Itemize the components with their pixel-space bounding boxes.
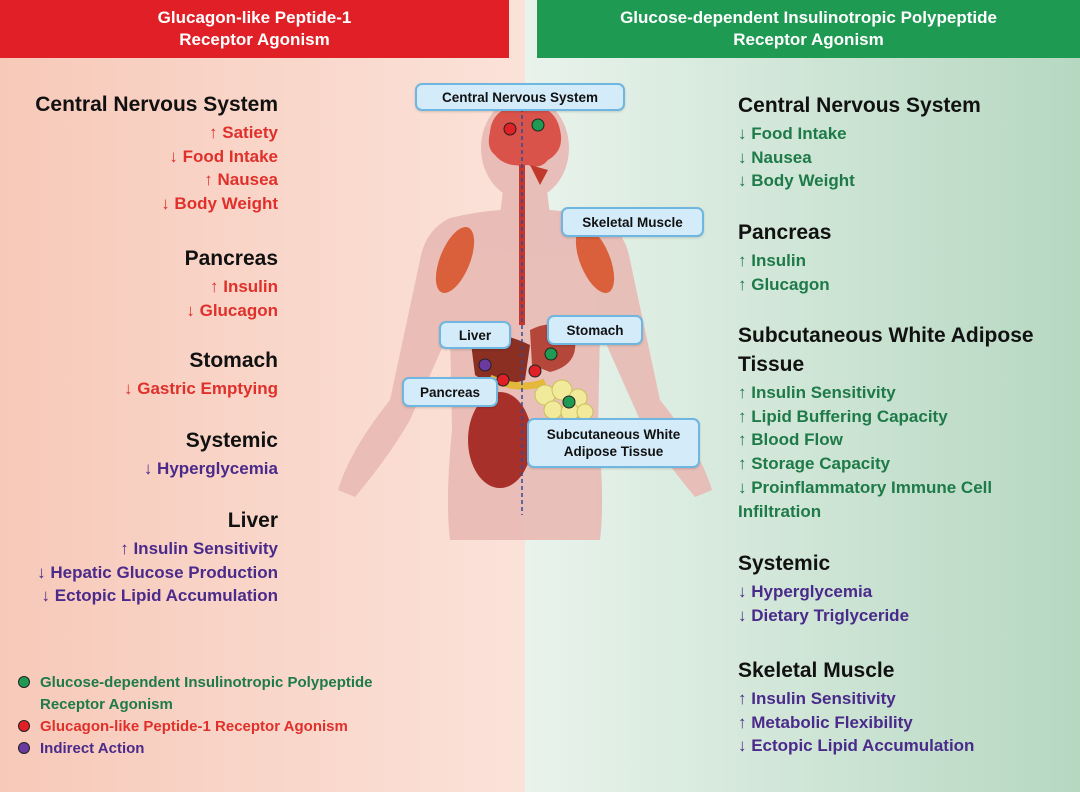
right-section-systemic: Systemic ↓ Hyperglycemia ↓ Dietary Trigl… xyxy=(738,549,1073,627)
callout-liver: Liver xyxy=(439,321,511,349)
section-title: Liver xyxy=(227,509,278,532)
effect-item: ↑ Glucagon xyxy=(738,274,830,294)
effect-item: ↓ Proinflammatory Immune Cell Infiltrati… xyxy=(738,477,993,521)
left-section-pancreas: Pancreas ↑ Insulin ↓ Glucagon xyxy=(0,244,278,322)
marker-gip-adipose xyxy=(562,395,576,409)
effect-item: ↑ Insulin Sensitivity xyxy=(738,689,896,708)
brain-organ xyxy=(488,104,562,185)
effect-item: ↓ Nausea xyxy=(738,147,812,167)
legend-item-glp1: Glucagon-like Peptide-1 Receptor Agonism xyxy=(18,716,418,738)
effect-item: ↑ Nausea xyxy=(204,170,278,190)
effect-item: ↑ Satiety xyxy=(209,123,278,142)
effect-item: ↑ Insulin Sensitivity xyxy=(738,383,896,402)
section-title: Central Nervous System xyxy=(738,94,981,117)
right-section-pancreas: Pancreas ↑ Insulin ↑ Glucagon xyxy=(738,218,1073,296)
effect-item: ↓ Food Intake xyxy=(169,146,278,166)
legend-label: Indirect Action xyxy=(40,740,145,757)
section-title: Central Nervous System xyxy=(35,93,278,116)
effect-item: ↓ Dietary Triglyceride xyxy=(738,605,910,625)
effect-item: ↑ Metabolic Flexibility xyxy=(738,712,913,732)
effect-item: ↓ Hepatic Glucose Production xyxy=(37,562,278,582)
section-title: Skeletal Muscle xyxy=(738,659,895,682)
legend-dot-purple xyxy=(18,742,30,754)
human-body-illustration xyxy=(338,96,712,540)
header-glp1-line2: Receptor Agonism xyxy=(179,30,330,49)
effect-item: ↑ Insulin xyxy=(210,277,278,296)
marker-gip-pancreas xyxy=(544,347,558,361)
effect-item: ↑ Insulin Sensitivity xyxy=(120,539,278,558)
section-title: Pancreas xyxy=(184,247,278,270)
right-section-skeletal: Skeletal Muscle ↑ Insulin Sensitivity ↑ … xyxy=(738,656,1073,758)
legend-item-indirect: Indirect Action xyxy=(18,738,418,760)
section-title: Systemic xyxy=(738,552,831,575)
skeletal-muscle-organ xyxy=(435,227,615,293)
effect-item: ↓ Ectopic Lipid Accumulation xyxy=(738,736,975,756)
legend-label: Glucagon-like Peptide-1 Receptor Agonism xyxy=(40,718,348,735)
legend-dot-green xyxy=(18,676,30,688)
effect-item: ↑ Storage Capacity xyxy=(738,454,891,474)
marker-gip-cns xyxy=(531,118,545,132)
callout-skeletal-muscle: Skeletal Muscle xyxy=(561,207,704,237)
right-panel-background xyxy=(525,0,1080,792)
header-gip: Glucose-dependent Insulinotropic Polypep… xyxy=(537,0,1080,58)
effect-item: ↑ Lipid Buffering Capacity xyxy=(738,406,948,426)
section-title: Subcutaneous White Adipose Tissue xyxy=(738,324,1034,376)
effect-item: ↓ Gastric Emptying xyxy=(124,379,278,398)
header-gip-line2: Receptor Agonism xyxy=(733,30,884,49)
left-section-systemic: Systemic ↓ Hyperglycemia xyxy=(0,426,278,481)
legend: Glucose-dependent Insulinotropic Polypep… xyxy=(18,672,418,760)
section-title: Stomach xyxy=(189,349,278,372)
effect-item: ↑ Blood Flow xyxy=(738,430,843,450)
callout-stomach: Stomach xyxy=(547,315,643,345)
effect-item: ↓ Food Intake xyxy=(738,124,847,143)
effect-item: ↓ Hyperglycemia xyxy=(143,459,278,478)
header-glp1: Glucagon-like Peptide-1 Receptor Agonism xyxy=(0,0,509,58)
header-glp1-line1: Glucagon-like Peptide-1 xyxy=(157,8,352,27)
marker-glp1-stomach xyxy=(528,364,542,378)
section-title: Pancreas xyxy=(738,221,832,244)
marker-indirect-liver xyxy=(478,358,492,372)
effect-item: ↓ Hyperglycemia xyxy=(738,582,873,601)
header-gip-line1: Glucose-dependent Insulinotropic Polypep… xyxy=(620,8,997,27)
effect-item: ↑ Insulin xyxy=(738,251,806,270)
effect-item: ↓ Body Weight xyxy=(738,171,855,191)
legend-dot-red xyxy=(18,720,30,732)
effect-item: ↓ Body Weight xyxy=(161,194,278,214)
legend-label: Glucose-dependent Insulinotropic Polypep… xyxy=(40,674,373,713)
left-section-cns: Central Nervous System ↑ Satiety ↓ Food … xyxy=(0,90,278,216)
left-section-liver: Liver ↑ Insulin Sensitivity ↓ Hepatic Gl… xyxy=(0,506,278,608)
left-section-stomach: Stomach ↓ Gastric Emptying xyxy=(0,346,278,401)
callout-pancreas: Pancreas xyxy=(402,377,498,407)
callout-adipose-tissue: Subcutaneous White Adipose Tissue xyxy=(527,418,700,468)
effect-item: ↓ Glucagon xyxy=(186,300,278,320)
callout-cns: Central Nervous System xyxy=(415,83,625,111)
right-section-adipose: Subcutaneous White Adipose Tissue ↑ Insu… xyxy=(738,321,1073,523)
marker-glp1-pancreas xyxy=(496,373,510,387)
effect-item: ↓ Ectopic Lipid Accumulation xyxy=(41,586,278,606)
section-title: Systemic xyxy=(185,429,278,452)
right-section-cns: Central Nervous System ↓ Food Intake ↓ N… xyxy=(738,91,1073,193)
legend-item-gip: Glucose-dependent Insulinotropic Polypep… xyxy=(18,672,418,716)
marker-glp1-cns xyxy=(503,122,517,136)
